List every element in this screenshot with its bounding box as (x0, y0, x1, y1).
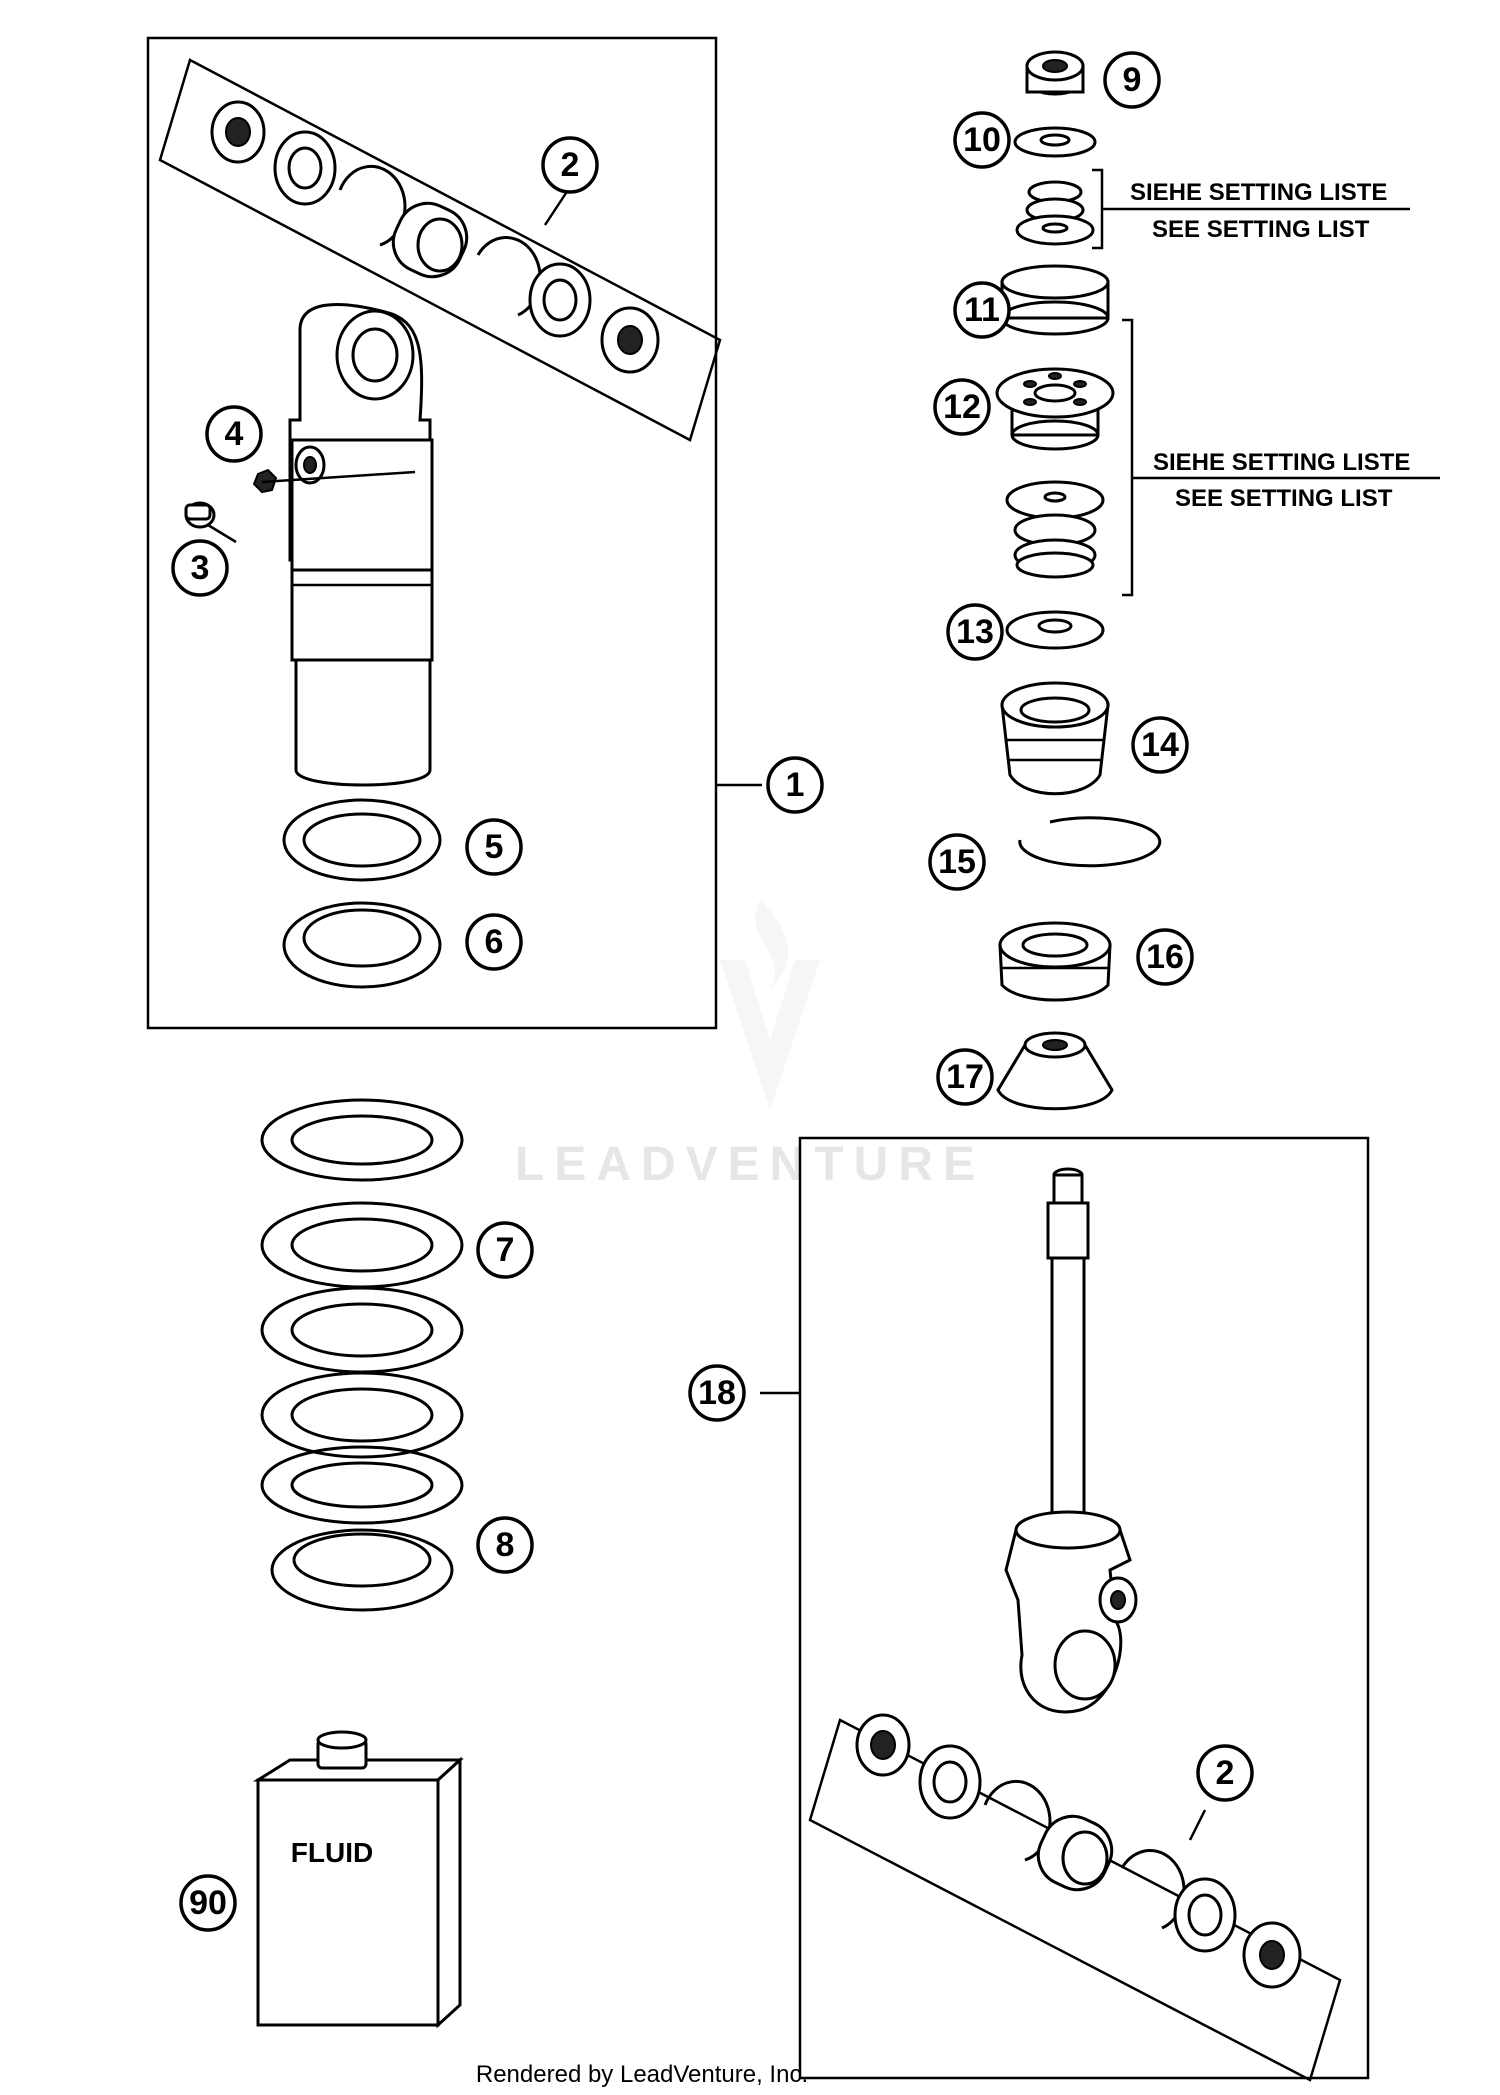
callout-10: 10 (953, 111, 1011, 169)
watermark-logo (720, 900, 820, 1110)
footer-credit: Rendered by LeadVenture, Inc. (476, 2061, 808, 2088)
svg-text:6: 6 (485, 923, 504, 961)
svg-text:1: 1 (786, 766, 805, 804)
callout-2-top: 2 (541, 136, 599, 194)
part-13-washer (1005, 610, 1105, 650)
part-14-compression-adjuster (1000, 681, 1110, 796)
part-17-bump-stop (996, 1031, 1114, 1111)
bearing-kit-top (158, 58, 722, 442)
setting-shims-bottom (1005, 480, 1105, 579)
part-15-circlip (1018, 816, 1162, 868)
svg-text:2: 2 (561, 146, 580, 184)
callout-12: 12 (933, 378, 991, 436)
setting-note-top-de: SIEHE SETTING LISTE (1130, 179, 1387, 206)
part-11-sleeve (1000, 264, 1110, 336)
callout-13: 13 (946, 603, 1004, 661)
callout-1: 1 (766, 756, 824, 814)
bearing-kit-bottom (808, 1713, 1342, 2082)
piston-rod-box (798, 1136, 1370, 2080)
part-10-washer (1013, 126, 1097, 158)
svg-text:17: 17 (946, 1058, 984, 1096)
part-8-spring-plate (270, 1528, 454, 1612)
part-7-spring (260, 1098, 464, 1525)
callout-5: 5 (465, 818, 523, 876)
callout-3: 3 (171, 539, 229, 597)
svg-text:3: 3 (191, 549, 210, 587)
svg-text:8: 8 (496, 1526, 515, 1564)
svg-text:10: 10 (963, 121, 1001, 159)
callout-14: 14 (1131, 716, 1189, 774)
svg-text:7: 7 (496, 1231, 515, 1269)
svg-text:90: 90 (189, 1884, 227, 1922)
part-90-fluid-bottle (252, 1730, 464, 2029)
shock-absorber-box (146, 36, 718, 1030)
svg-text:9: 9 (1123, 61, 1142, 99)
svg-text:18: 18 (698, 1374, 736, 1412)
callout-8: 8 (476, 1516, 534, 1574)
callout-4: 4 (205, 405, 263, 463)
setting-note-bottom-en: SEE SETTING LIST (1175, 485, 1393, 512)
svg-text:15: 15 (938, 843, 976, 881)
svg-text:14: 14 (1141, 726, 1179, 764)
callout-18: 18 (688, 1364, 746, 1422)
callout-9: 9 (1103, 51, 1161, 109)
callout-11: 11 (953, 281, 1011, 339)
part-16-seal-holder (998, 921, 1112, 1002)
callout-90: 90 (179, 1874, 237, 1932)
part-9-nut (1025, 50, 1085, 96)
svg-text:13: 13 (956, 613, 994, 651)
fluid-label: FLUID (291, 1837, 373, 1868)
callout-2-bottom: 2 (1196, 1744, 1254, 1802)
callout-7: 7 (476, 1221, 534, 1279)
part-12-piston (995, 367, 1115, 451)
callout-17: 17 (936, 1048, 994, 1106)
svg-text:5: 5 (485, 828, 504, 866)
callout-15: 15 (928, 833, 986, 891)
shock-absorber-body (288, 303, 434, 787)
watermark-text: LEADVENTURE (515, 1138, 985, 1191)
svg-text:4: 4 (225, 415, 244, 453)
callout-16: 16 (1136, 928, 1194, 986)
setting-note-top-en: SEE SETTING LIST (1152, 216, 1370, 243)
part-3-screw (184, 501, 216, 529)
svg-text:2: 2 (1216, 1754, 1235, 1792)
part-6-ring-nut (282, 901, 442, 989)
callout-6: 6 (465, 913, 523, 971)
svg-text:11: 11 (964, 291, 1000, 329)
svg-text:12: 12 (943, 388, 981, 426)
part-5-ring-nut (282, 798, 442, 882)
setting-note-bottom-de: SIEHE SETTING LISTE (1153, 449, 1410, 476)
part-18-piston-rod (1004, 1167, 1138, 1714)
setting-shims-top (1015, 180, 1095, 246)
svg-text:16: 16 (1146, 938, 1184, 976)
